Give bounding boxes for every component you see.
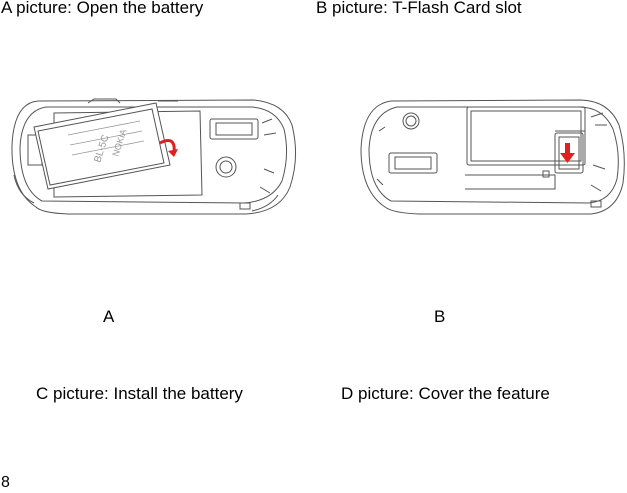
phone-back-illustration-a: BL-5C NOKIA bbox=[11, 98, 296, 215]
page-number: 8 bbox=[1, 474, 10, 491]
caption-d: D picture: Cover the feature bbox=[341, 384, 550, 403]
down-arrow-icon bbox=[560, 153, 575, 163]
phone-back-illustration-b bbox=[360, 99, 625, 215]
caption-c: C picture: Install the battery bbox=[36, 384, 243, 403]
figure-a-open-battery: BL-5C NOKIA bbox=[8, 95, 300, 217]
figure-b-tflash-slot bbox=[355, 95, 625, 217]
figure-label-a: A bbox=[103, 307, 115, 326]
down-arrow-shaft-icon bbox=[565, 143, 570, 155]
figure-label-b: B bbox=[434, 307, 446, 326]
caption-a: A picture: Open the battery bbox=[1, 0, 204, 17]
lift-arrow-head-icon bbox=[168, 149, 178, 157]
caption-b: B picture: T-Flash Card slot bbox=[316, 0, 522, 17]
